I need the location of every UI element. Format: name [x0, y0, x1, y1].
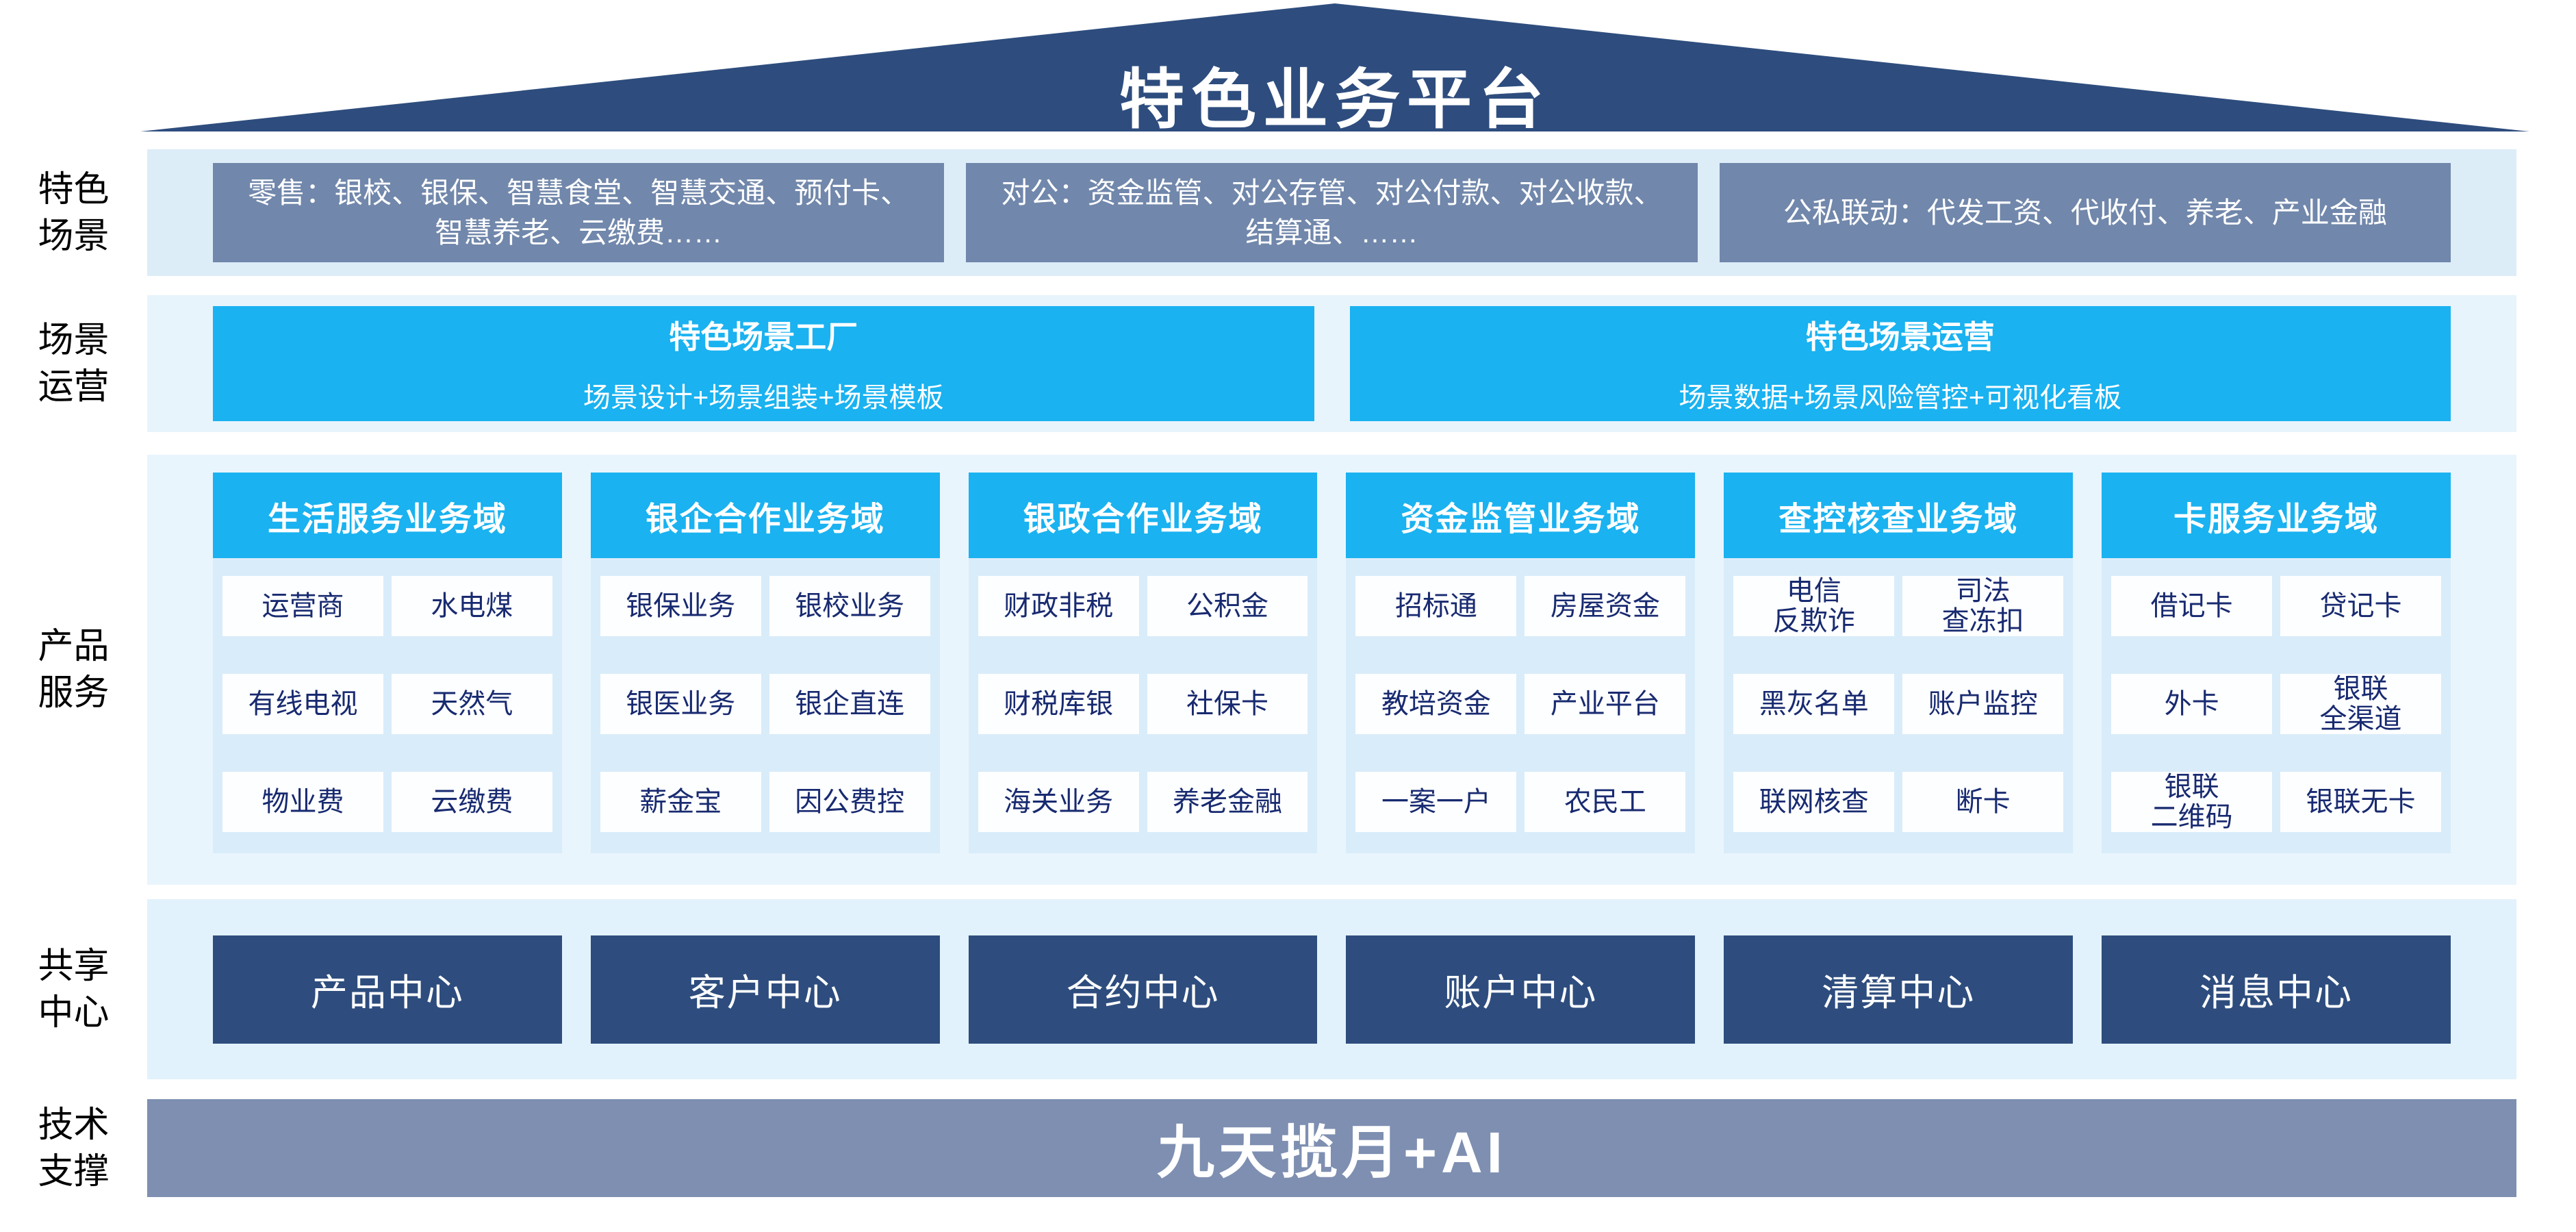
platform-title: 特色业务平台 [1119, 64, 1551, 136]
product-cell: 银联 二维码 [2111, 772, 2273, 832]
row-label-operation: 场景 运营 [38, 320, 110, 407]
product-cell: 银联无卡 [2280, 772, 2441, 832]
row-label-share: 共享 中心 [38, 946, 110, 1033]
product-cell: 教培资金 [1355, 674, 1517, 734]
column-body: 电信 反欺诈 司法 查冻扣 黑灰名单 账户监控 联网核查 断卡 [1724, 558, 2074, 853]
column-body: 运营商 水电煤 有线电视 天然气 物业费 云缴费 [213, 558, 562, 853]
product-cell: 银企直连 [769, 674, 930, 734]
product-band: 生活服务业务域 运营商 水电煤 有线电视 天然气 物业费 云缴费 银企合作业务域… [147, 455, 2516, 885]
column-header: 卡服务业务域 [2102, 473, 2451, 558]
center-box-product: 产品中心 [213, 935, 562, 1044]
product-cell: 养老金融 [1147, 772, 1308, 832]
product-cell: 云缴费 [391, 772, 552, 832]
column-header: 银企合作业务域 [590, 473, 940, 558]
product-cell: 财税库银 [978, 674, 1139, 734]
column-header: 生活服务业务域 [213, 473, 562, 558]
center-box-clearing: 清算中心 [1724, 935, 2074, 1044]
product-cell: 海关业务 [978, 772, 1139, 832]
product-cell: 公积金 [1147, 576, 1308, 636]
center-box-message: 消息中心 [2102, 935, 2451, 1044]
product-column-life-services: 生活服务业务域 运营商 水电煤 有线电视 天然气 物业费 云缴费 [213, 473, 562, 853]
platform-roof-shape: 特色业务平台 [140, 3, 2529, 131]
product-cell: 房屋资金 [1525, 576, 1686, 636]
product-cell: 银医业务 [600, 674, 761, 734]
product-cell: 有线电视 [222, 674, 383, 734]
product-cell: 薪金宝 [600, 772, 761, 832]
row-label-tech: 技术 支撑 [38, 1105, 110, 1192]
share-band: 产品中心 客户中心 合约中心 账户中心 清算中心 消息中心 [147, 899, 2516, 1079]
scene-box-retail: 零售：银校、银保、智慧食堂、智慧交通、预付卡、智慧养老、云缴费…… [213, 163, 945, 262]
product-cell: 黑灰名单 [1733, 674, 1895, 734]
product-cell: 断卡 [1902, 772, 2064, 832]
column-header: 银政合作业务域 [968, 473, 1318, 558]
product-cell: 借记卡 [2111, 576, 2273, 636]
product-column-fund-supervision: 资金监管业务域 招标通 房屋资金 教培资金 产业平台 一案一户 农民工 [1346, 473, 1696, 853]
product-cell: 银联 全渠道 [2280, 674, 2441, 734]
product-cell: 农民工 [1525, 772, 1686, 832]
product-cell: 银保业务 [600, 576, 761, 636]
product-cell: 招标通 [1355, 576, 1517, 636]
product-cell: 贷记卡 [2280, 576, 2441, 636]
row-label-product: 产品 服务 [38, 627, 110, 713]
center-box-customer: 客户中心 [590, 935, 940, 1044]
center-box-account: 账户中心 [1346, 935, 1696, 1044]
operation-band: 特色场景工厂 场景设计+场景组装+场景模板 特色场景运营 场景数据+场景风险管控… [147, 295, 2516, 432]
product-cell: 电信 反欺诈 [1733, 576, 1895, 636]
op-box-scene-operation: 特色场景运营 场景数据+场景风险管控+可视化看板 [1349, 306, 2451, 421]
column-body: 招标通 房屋资金 教培资金 产业平台 一案一户 农民工 [1346, 558, 1696, 853]
product-cell: 一案一户 [1355, 772, 1517, 832]
column-header: 资金监管业务域 [1346, 473, 1696, 558]
product-column-check-verification: 查控核查业务域 电信 反欺诈 司法 查冻扣 黑灰名单 账户监控 联网核查 断卡 [1724, 473, 2074, 853]
scene-box-public-private: 公私联动：代发工资、代收付、养老、产业金融 [1719, 163, 2451, 262]
product-cell: 产业平台 [1525, 674, 1686, 734]
column-header: 查控核查业务域 [1724, 473, 2074, 558]
op-box-subtitle: 场景设计+场景组装+场景模板 [583, 383, 944, 413]
op-box-title: 特色场景运营 [1805, 319, 1995, 355]
product-column-card-services: 卡服务业务域 借记卡 贷记卡 外卡 银联 全渠道 银联 二维码 银联无卡 [2102, 473, 2451, 853]
op-box-title: 特色场景工厂 [669, 319, 858, 355]
column-body: 银保业务 银校业务 银医业务 银企直连 薪金宝 因公费控 [590, 558, 940, 853]
product-column-bank-government: 银政合作业务域 财政非税 公积金 财税库银 社保卡 海关业务 养老金融 [968, 473, 1318, 853]
product-cell: 联网核查 [1733, 772, 1895, 832]
product-cell: 物业费 [222, 772, 383, 832]
op-box-scene-factory: 特色场景工厂 场景设计+场景组装+场景模板 [213, 306, 1314, 421]
product-cell: 天然气 [391, 674, 552, 734]
tech-band: 九天揽月+AI [147, 1099, 2516, 1197]
column-body: 借记卡 贷记卡 外卡 银联 全渠道 银联 二维码 银联无卡 [2102, 558, 2451, 853]
tech-platform-title: 九天揽月+AI [1156, 1120, 1507, 1185]
product-column-bank-enterprise: 银企合作业务域 银保业务 银校业务 银医业务 银企直连 薪金宝 因公费控 [590, 473, 940, 853]
product-cell: 外卡 [2111, 674, 2273, 734]
row-label-scene: 特色 场景 [38, 169, 110, 256]
product-cell: 账户监控 [1902, 674, 2064, 734]
op-box-subtitle: 场景数据+场景风险管控+可视化看板 [1679, 383, 2122, 413]
product-cell: 司法 查冻扣 [1902, 576, 2064, 636]
product-cell: 因公费控 [769, 772, 930, 832]
scene-box-corporate: 对公：资金监管、对公存管、对公付款、对公收款、结算通、…… [966, 163, 1698, 262]
product-cell: 运营商 [222, 576, 383, 636]
center-box-contract: 合约中心 [968, 935, 1318, 1044]
product-cell: 社保卡 [1147, 674, 1308, 734]
product-cell: 银校业务 [769, 576, 930, 636]
scene-band: 零售：银校、银保、智慧食堂、智慧交通、预付卡、智慧养老、云缴费…… 对公：资金监… [147, 149, 2516, 276]
product-cell: 水电煤 [391, 576, 552, 636]
product-cell: 财政非税 [978, 576, 1139, 636]
column-body: 财政非税 公积金 财税库银 社保卡 海关业务 养老金融 [968, 558, 1318, 853]
